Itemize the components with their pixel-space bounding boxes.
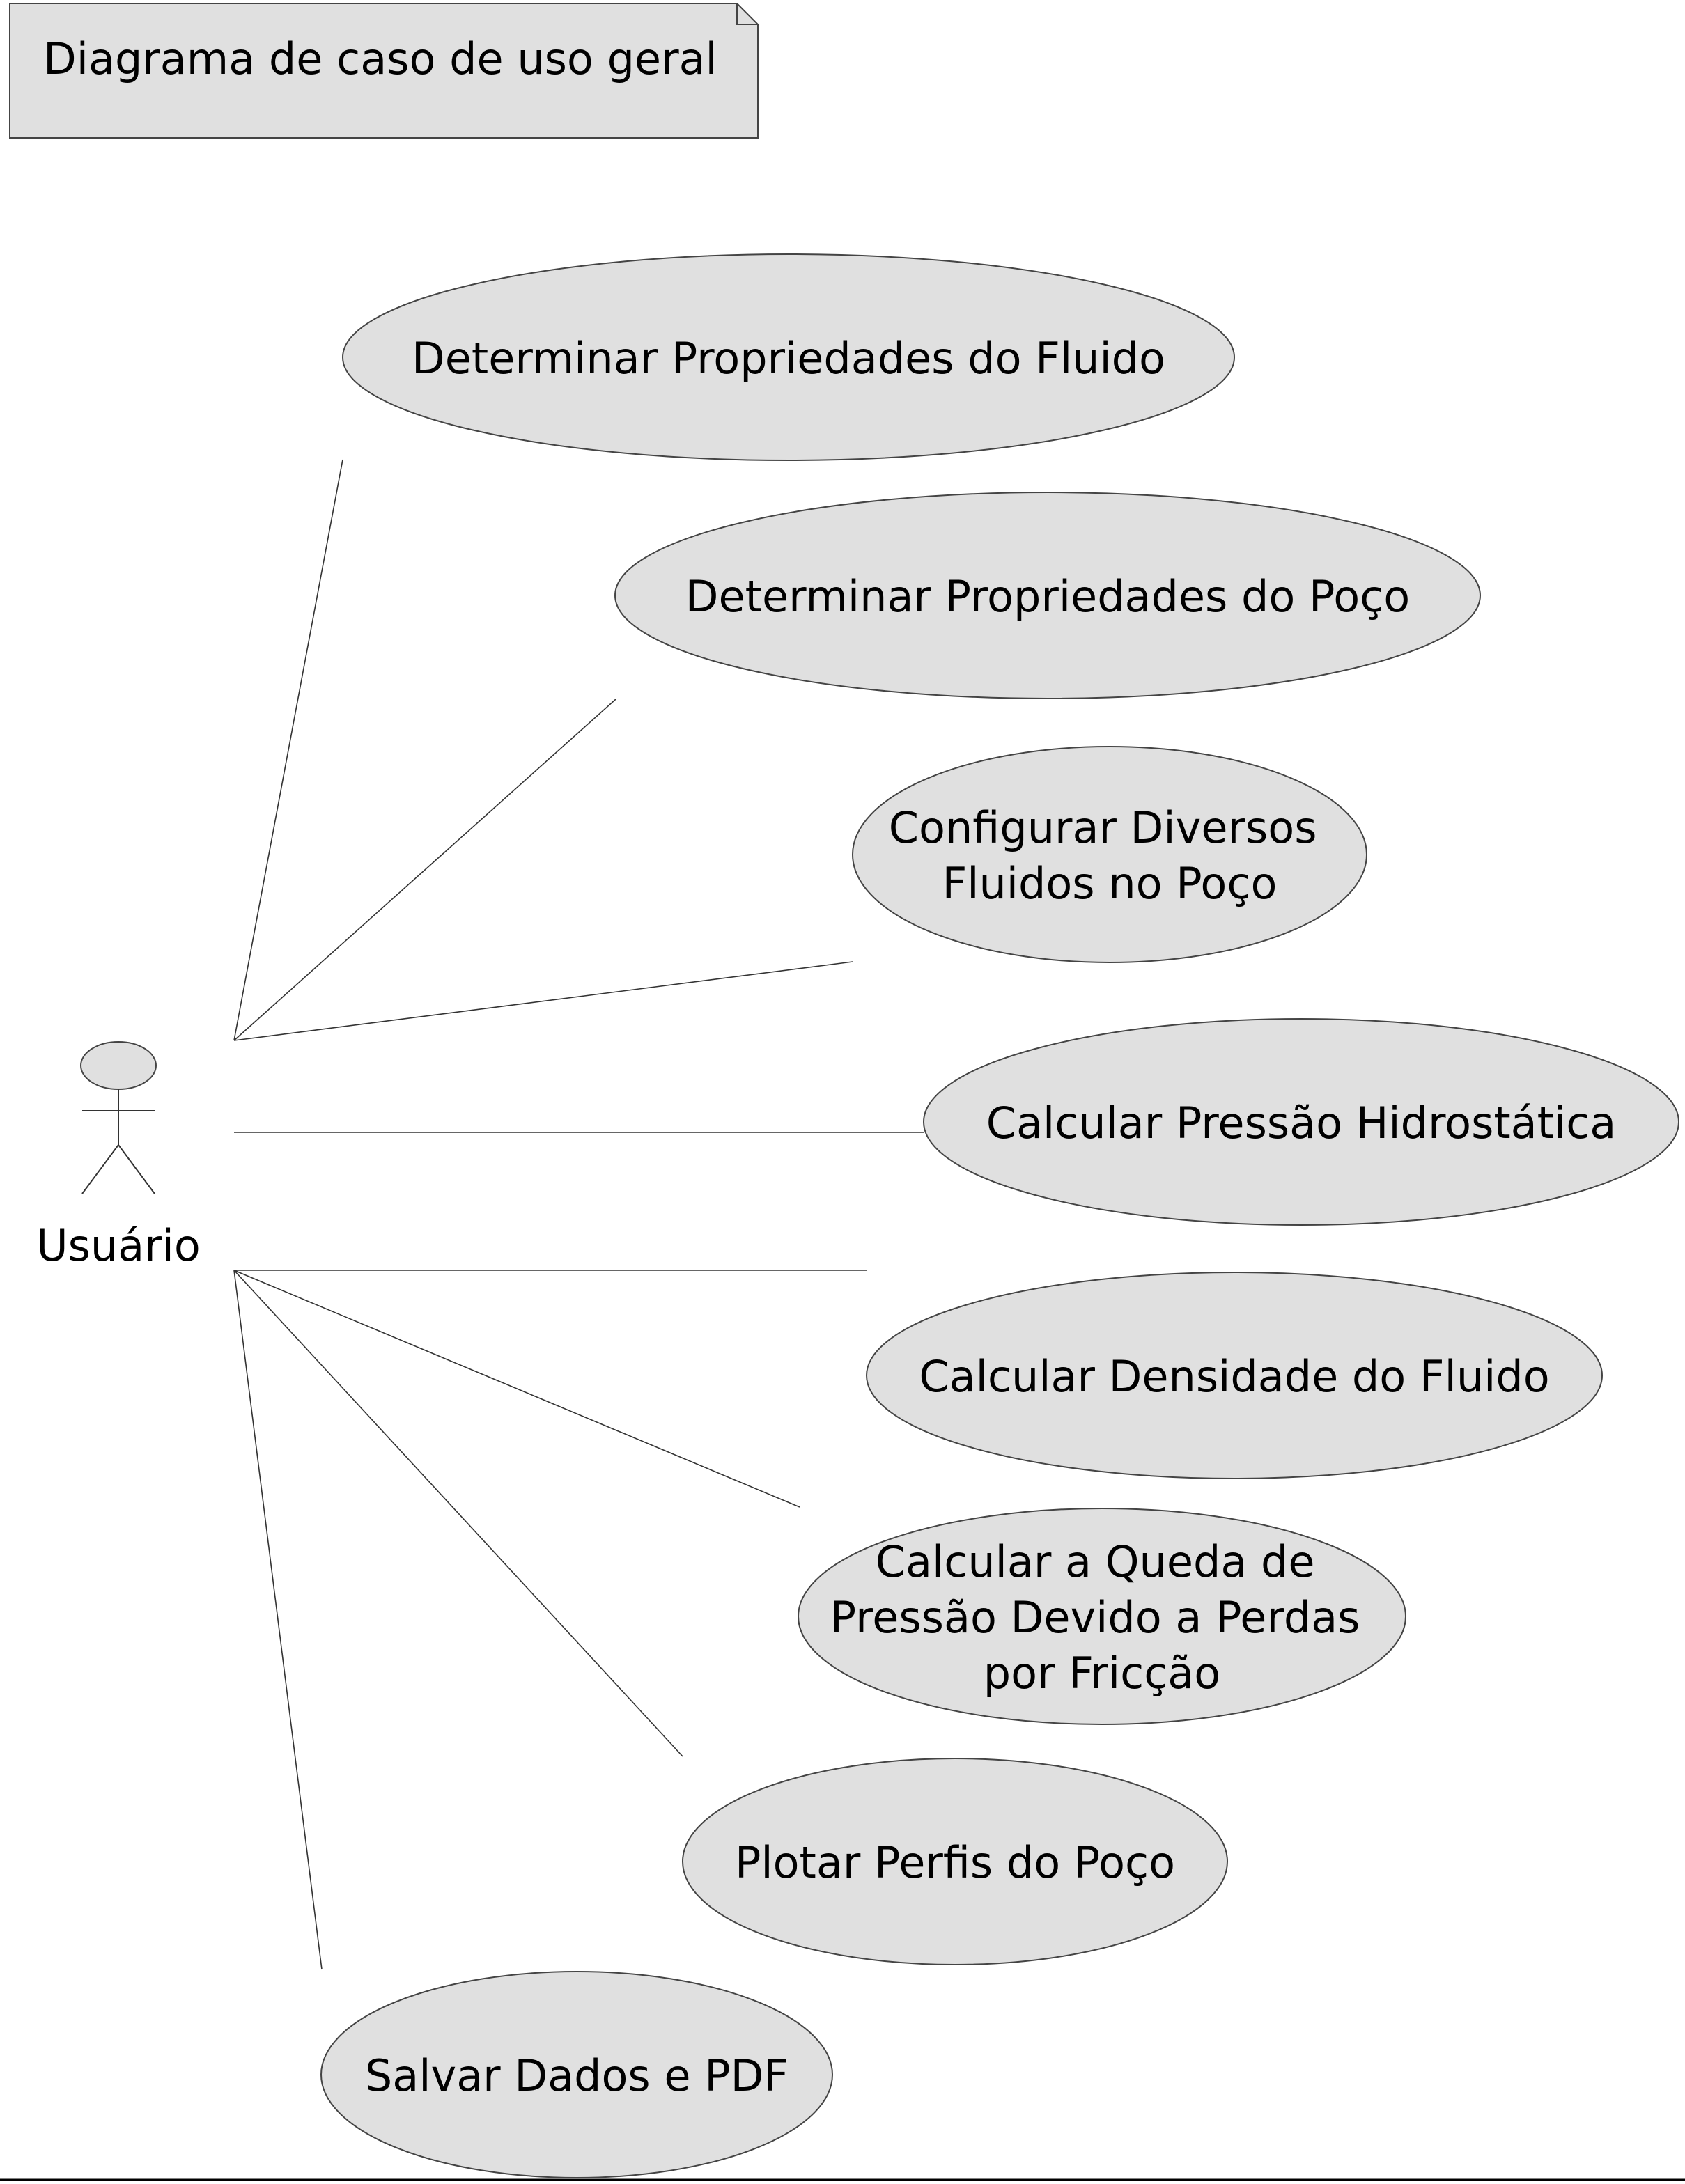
actor-head [80, 1041, 157, 1090]
use-case-shape [798, 1508, 1406, 1725]
use-case-label: Configurar Diversos Fluidos no Poço [889, 802, 1330, 909]
association-line [233, 699, 616, 1041]
use-case-label: Calcular Pressão Hidrostática [986, 1098, 1617, 1148]
diagram-title-note: Diagrama de caso de uso geral [9, 3, 759, 139]
use-case-label: Calcular Densidade do Fluido [919, 1351, 1549, 1402]
use-case-salvar-dados-pdf[interactable]: Salvar Dados e PDF [320, 1971, 833, 2178]
association-line [233, 1270, 323, 1970]
use-case-shape [342, 254, 1235, 461]
use-case-label: Salvar Dados e PDF [365, 2050, 789, 2101]
use-case-plotar-perfis-poco[interactable]: Plotar Perfis do Poço [682, 1758, 1228, 1965]
use-case-shape [852, 746, 1367, 963]
actor-right-leg [118, 1144, 155, 1194]
use-case-shape [320, 1971, 833, 2178]
association-line [233, 961, 853, 1041]
use-case-label: Determinar Propriedades do Poço [685, 571, 1410, 622]
actor-label: Usuário [36, 1220, 201, 1271]
use-case-shape [682, 1758, 1228, 1965]
use-case-shape [923, 1018, 1679, 1226]
association-line [233, 459, 343, 1041]
use-case-label: Calcular a Queda de Pressão Devido a Per… [830, 1536, 1374, 1699]
use-case-label: Plotar Perfis do Poço [735, 1837, 1175, 1888]
use-case-shape [866, 1272, 1603, 1479]
diagram-title: Diagrama de caso de uso geral [43, 33, 717, 84]
associations [233, 459, 924, 1970]
actor-usuario[interactable]: Usuário [36, 1041, 201, 1271]
use-case-calcular-queda-pressao[interactable]: Calcular a Queda de Pressão Devido a Per… [798, 1508, 1406, 1725]
use-case-label: Determinar Propriedades do Fluido [412, 333, 1165, 384]
use-case-determinar-propriedades-fluido[interactable]: Determinar Propriedades do Fluido [342, 254, 1235, 461]
use-case-configurar-diversos-fluidos[interactable]: Configurar Diversos Fluidos no Poço [852, 746, 1367, 963]
association-line [233, 1270, 683, 1757]
use-case-determinar-propriedades-poco[interactable]: Determinar Propriedades do Poço [614, 492, 1481, 699]
association-line [233, 1270, 800, 1508]
actor-left-leg [81, 1144, 119, 1194]
use-case-shape [614, 492, 1481, 699]
use-case-calcular-pressao-hidrostatica[interactable]: Calcular Pressão Hidrostática [923, 1018, 1679, 1226]
use-case-calcular-densidade-fluido[interactable]: Calcular Densidade do Fluido [866, 1272, 1603, 1479]
